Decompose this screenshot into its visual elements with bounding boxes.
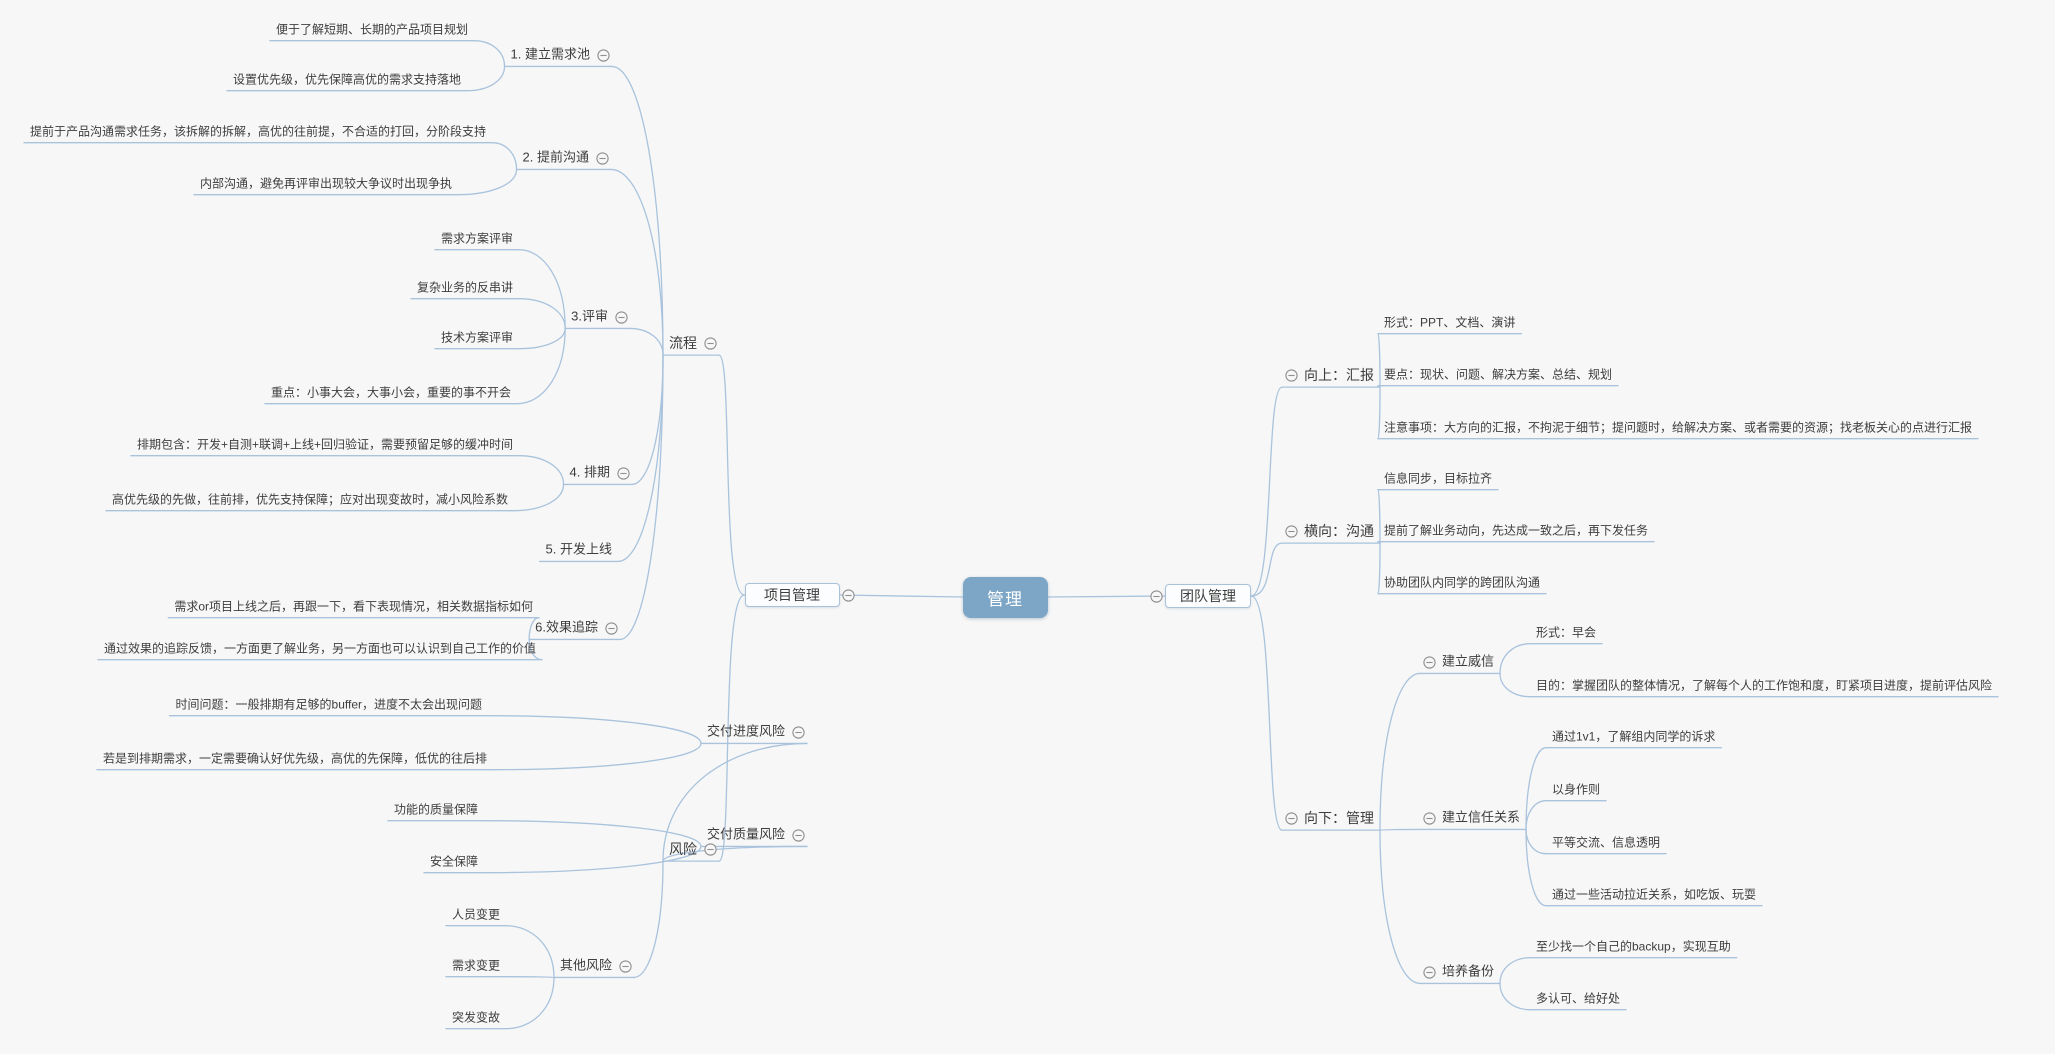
collapse-minus-icon-risk[interactable]	[703, 842, 717, 856]
node-w1c2[interactable]: 目的：掌握团队的整体情况，了解每个人的工作饱和度，盯紧项目进度，提前评估风险	[1536, 678, 1993, 693]
node-w2[interactable]: 建立信任关系	[1442, 809, 1521, 825]
collapse-minus-icon-tm[interactable]	[1149, 589, 1163, 603]
collapse-minus-icon-t2[interactable]	[1284, 524, 1298, 538]
node-w1[interactable]: 建立威信	[1442, 653, 1495, 669]
node-f2c1[interactable]: 提前于产品沟通需求任务，该拆解的拆解，高优的往前提，不合适的打回，分阶段支持	[29, 124, 486, 139]
node-t1c1[interactable]: 形式：PPT、文档、演讲	[1384, 315, 1516, 330]
collapse-minus-icon-f3[interactable]	[614, 310, 628, 324]
node-f2c2[interactable]: 内部沟通，避免再评审出现较大争议时出现争执	[199, 176, 452, 191]
node-r2[interactable]: 交付质量风险	[706, 826, 785, 842]
node-pm[interactable]: 项目管理	[744, 583, 840, 607]
node-r1c2[interactable]: 若是到排期需求，一定需要确认好优先级，高优的先保障，低优的往后排	[102, 751, 487, 766]
node-w3c1[interactable]: 至少找一个自己的backup，实现互助	[1536, 939, 1731, 954]
node-t1c3[interactable]: 注意事项：大方向的汇报，不拘泥于细节；提问题时，给解决方案、或者需要的资源；找老…	[1384, 420, 1973, 435]
node-f1[interactable]: 1. 建立需求池	[510, 46, 590, 62]
node-t1c2[interactable]: 要点：现状、问题、解决方案、总结、规划	[1384, 367, 1613, 382]
collapse-minus-icon-f1[interactable]	[596, 48, 610, 62]
node-r2c2[interactable]: 安全保障	[429, 854, 478, 869]
node-f1c1[interactable]: 便于了解短期、长期的产品项目规划	[275, 22, 468, 37]
node-f3c3[interactable]: 技术方案评审	[440, 330, 513, 345]
node-r3c2[interactable]: 需求变更	[451, 958, 500, 973]
collapse-minus-icon-t3[interactable]	[1284, 811, 1298, 825]
collapse-minus-icon-w1[interactable]	[1422, 655, 1436, 669]
node-f2[interactable]: 2. 提前沟通	[522, 149, 589, 165]
node-f6c2[interactable]: 通过效果的追踪反馈，一方面更了解业务，另一方面也可以认识到自己工作的价值	[103, 641, 536, 656]
node-risk[interactable]: 风险	[669, 840, 697, 857]
node-f4c2[interactable]: 高优先级的先做，往前排，优先支持保障；应对出现变故时，减小风险系数	[111, 492, 508, 507]
node-r3[interactable]: 其他风险	[559, 957, 612, 973]
node-f3c2[interactable]: 复杂业务的反串讲	[416, 280, 513, 295]
node-t2c1[interactable]: 信息同步，目标拉齐	[1384, 471, 1493, 486]
collapse-minus-icon-t1[interactable]	[1284, 368, 1298, 382]
node-t3[interactable]: 向下：管理	[1304, 809, 1374, 826]
collapse-minus-icon-w3[interactable]	[1422, 965, 1436, 979]
collapse-minus-icon-w2[interactable]	[1422, 811, 1436, 825]
node-tm[interactable]: 团队管理	[1165, 584, 1251, 608]
node-f3[interactable]: 3.评审	[571, 308, 608, 324]
collapse-minus-icon-flow[interactable]	[703, 336, 717, 350]
node-w2c4[interactable]: 通过一些活动拉近关系，如吃饭、玩耍	[1552, 887, 1757, 902]
collapse-minus-icon-pm[interactable]	[842, 588, 855, 602]
collapse-minus-icon-f6[interactable]	[604, 621, 618, 635]
collapse-minus-icon-r1[interactable]	[791, 725, 805, 739]
node-w3c2[interactable]: 多认可、给好处	[1536, 991, 1621, 1006]
node-f3c4[interactable]: 重点：小事大会，大事小会，重要的事不开会	[270, 385, 511, 400]
node-r3c1[interactable]: 人员变更	[451, 907, 500, 922]
node-w1c1[interactable]: 形式：早会	[1536, 625, 1597, 640]
node-r2c1[interactable]: 功能的质量保障	[393, 802, 478, 817]
node-w2c1[interactable]: 通过1v1，了解组内同学的诉求	[1552, 729, 1716, 744]
node-f4[interactable]: 4. 排期	[569, 464, 610, 480]
collapse-minus-icon-f2[interactable]	[595, 151, 609, 165]
collapse-minus-icon-f4[interactable]	[616, 466, 630, 480]
node-flow[interactable]: 流程	[669, 334, 697, 351]
node-f5[interactable]: 5. 开发上线	[545, 541, 612, 557]
node-f6[interactable]: 6.效果追踪	[535, 619, 598, 635]
node-root[interactable]: 管理	[962, 576, 1048, 618]
node-f6c1[interactable]: 需求or项目上线之后，再跟一下，看下表现情况，相关数据指标如何	[174, 599, 533, 614]
node-r3c3[interactable]: 突发变故	[451, 1010, 500, 1025]
node-r1[interactable]: 交付进度风险	[706, 723, 785, 739]
node-t1[interactable]: 向上：汇报	[1304, 366, 1374, 383]
node-w2c3[interactable]: 平等交流、信息透明	[1552, 835, 1661, 850]
node-f4c1[interactable]: 排期包含：开发+自测+联调+上线+回归验证，需要预留足够的缓冲时间	[136, 437, 513, 452]
node-r1c1[interactable]: 时间问题：一般排期有足够的buffer，进度不太会出现问题	[175, 697, 482, 712]
collapse-minus-icon-r3[interactable]	[618, 959, 632, 973]
collapse-minus-icon-r2[interactable]	[791, 828, 805, 842]
node-w2c2[interactable]: 以身作则	[1552, 782, 1601, 797]
node-f1c2[interactable]: 设置优先级，优先保障高优的需求支持落地	[232, 72, 461, 87]
node-t2[interactable]: 横向：沟通	[1304, 522, 1374, 539]
node-w3[interactable]: 培养备份	[1442, 963, 1495, 979]
node-t2c3[interactable]: 协助团队内同学的跨团队沟通	[1384, 575, 1541, 590]
node-f3c1[interactable]: 需求方案评审	[440, 231, 513, 246]
node-t2c2[interactable]: 提前了解业务动向，先达成一致之后，再下发任务	[1384, 523, 1649, 538]
